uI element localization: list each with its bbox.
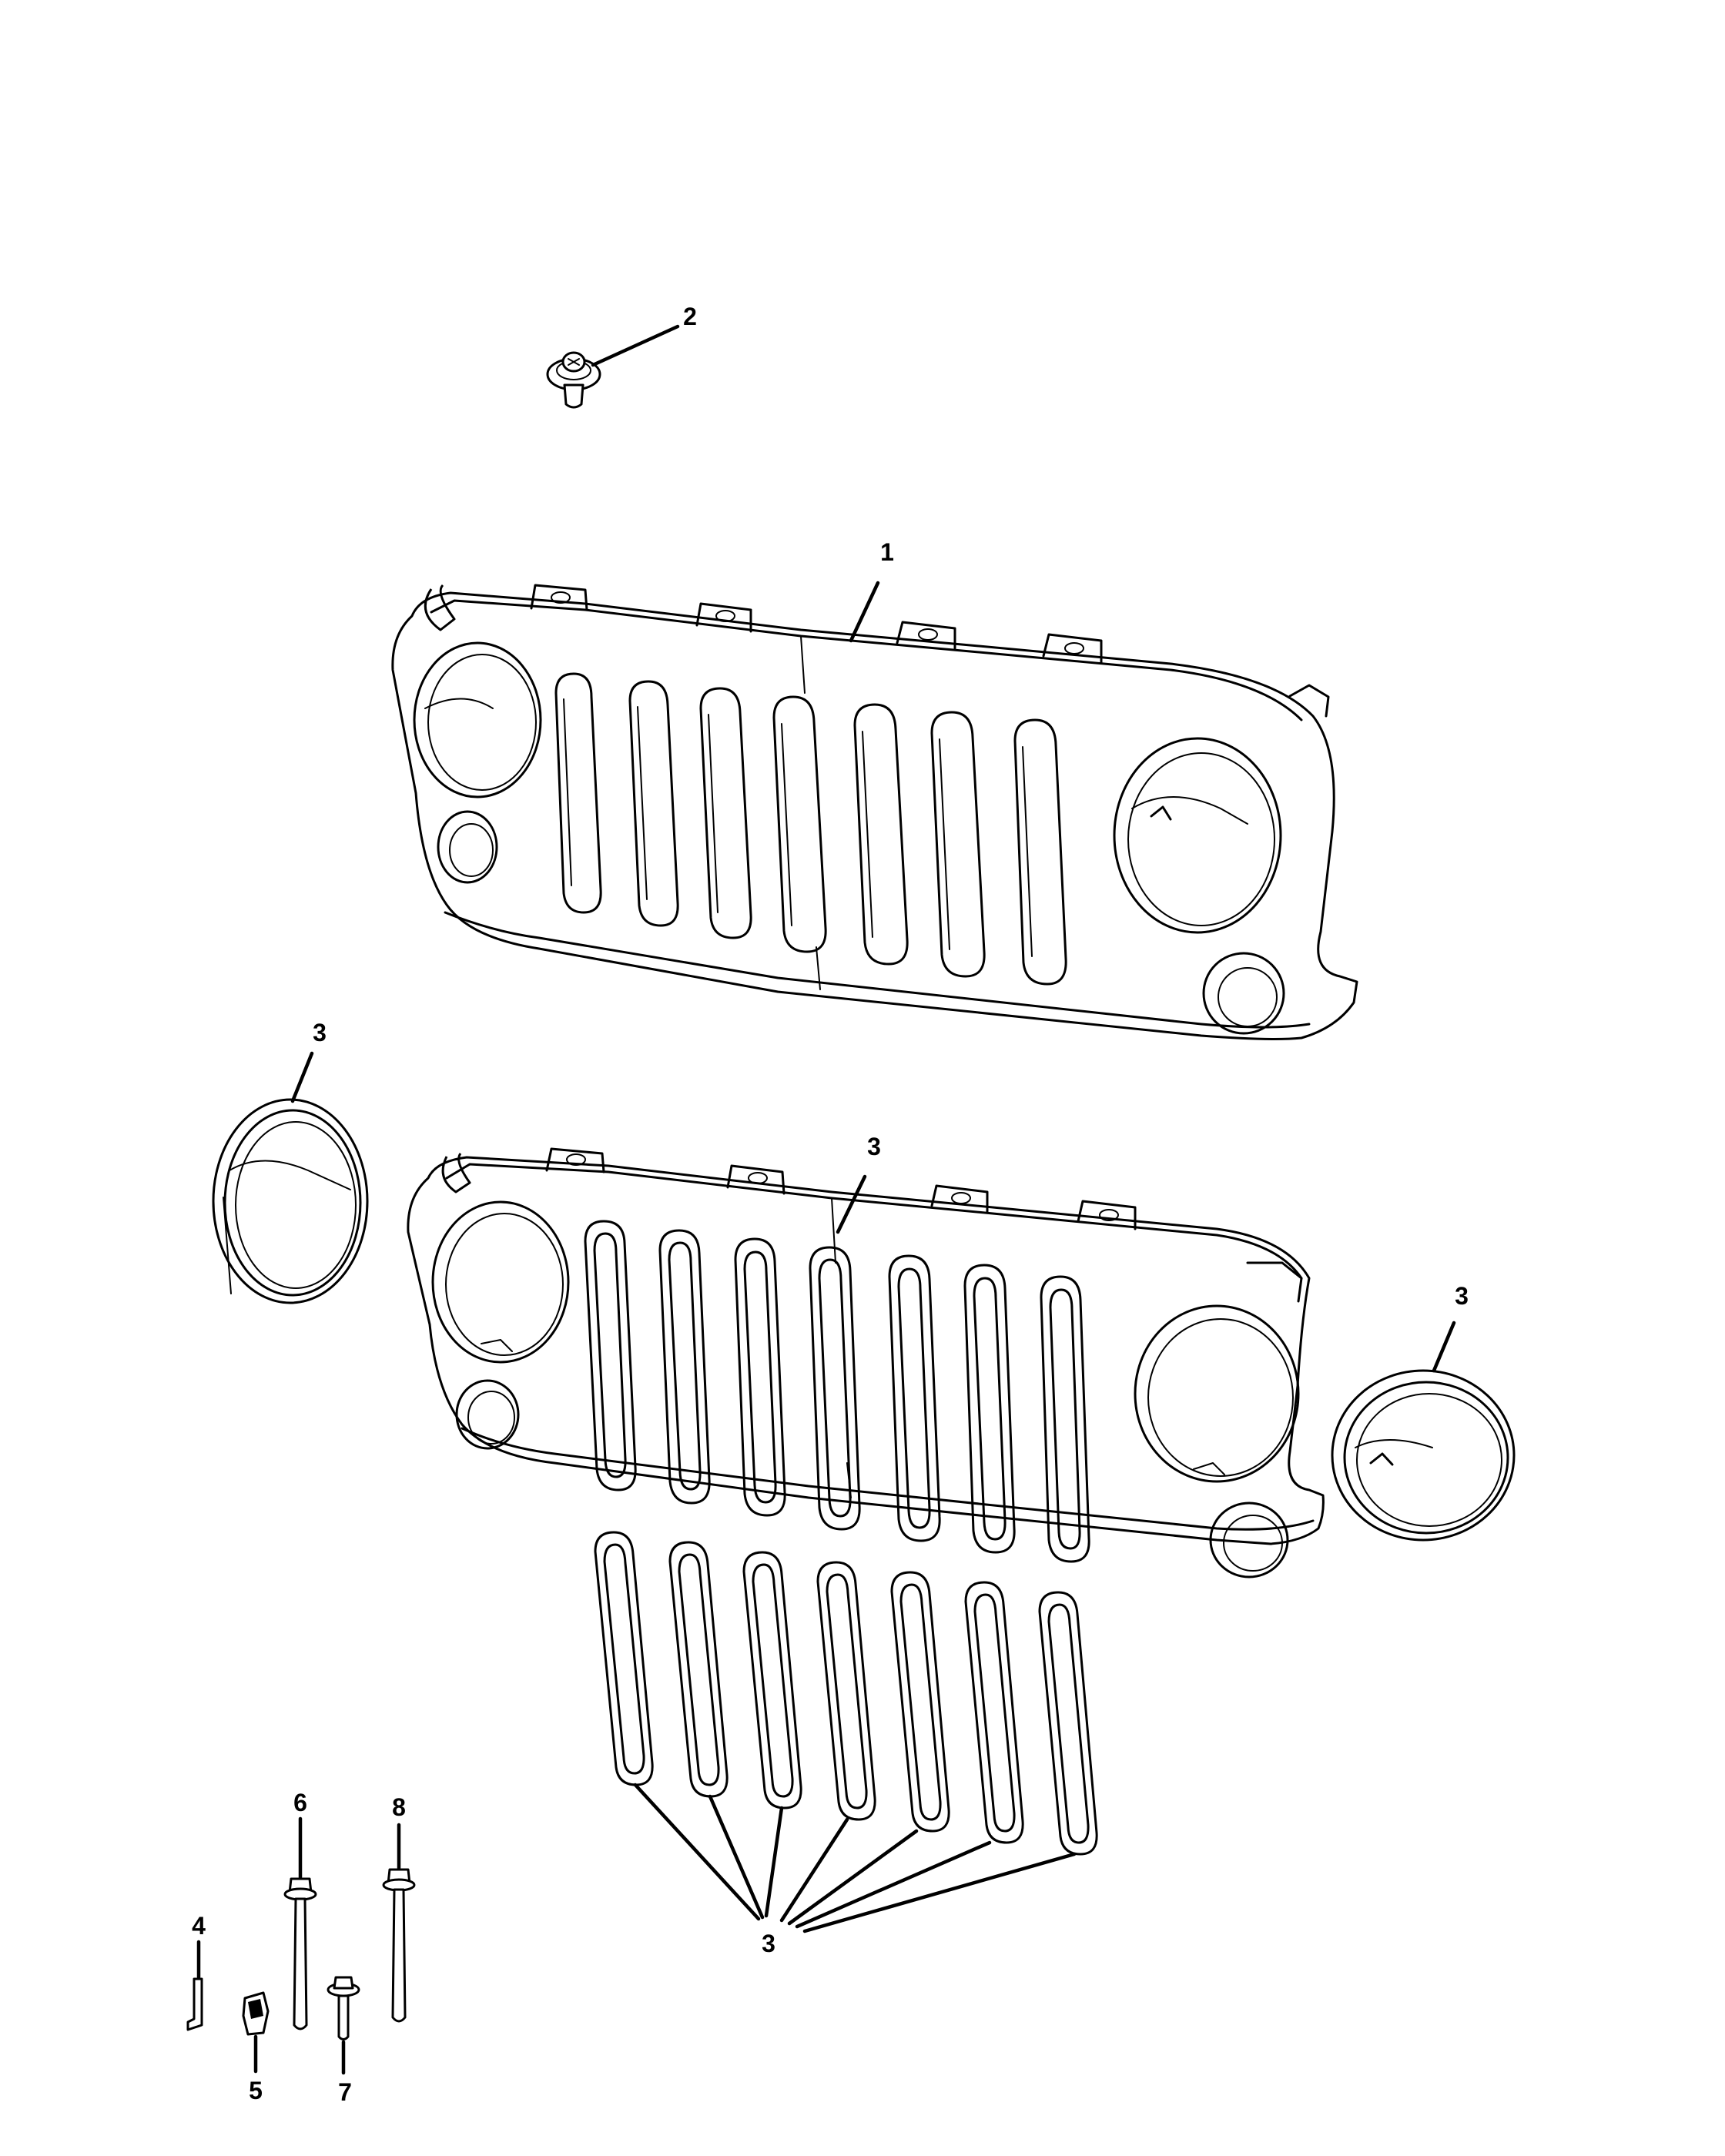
callout-3-ring-left: 3	[313, 1019, 327, 1046]
callout-1: 1	[880, 538, 894, 566]
part-2-push-clip	[546, 351, 601, 409]
leader-3-ring-right	[1432, 1321, 1456, 1373]
callout-3-grille: 3	[867, 1133, 881, 1160]
callout-7: 7	[338, 2078, 352, 2106]
leader-1	[849, 581, 880, 643]
callout-6: 6	[293, 1789, 307, 1816]
part-3-headlamp-bezel-left	[212, 1098, 369, 1304]
part-3-grille-inserts	[594, 1531, 1098, 1856]
part-1-grille-panel	[391, 584, 1358, 1040]
callout-3-ring-right: 3	[1455, 1282, 1469, 1310]
callout-8: 8	[392, 1793, 406, 1821]
part-7-screw	[327, 1976, 360, 2040]
callout-2: 2	[683, 303, 697, 330]
part-5-nut-clip	[242, 1991, 270, 2036]
part-6-bolt	[283, 1877, 317, 2030]
callout-4: 4	[192, 1912, 206, 1940]
part-3-headlamp-bezel-right	[1331, 1369, 1516, 1542]
leader-3-grille	[836, 1174, 867, 1234]
leader-3-ring-left	[290, 1051, 314, 1103]
leader-3-inserts	[633, 1783, 1077, 1933]
part-3-grille-with-inserts	[407, 1147, 1325, 1578]
part-8-bolt	[382, 1868, 416, 2023]
part-4-clip	[186, 1977, 203, 2031]
callout-3-inserts: 3	[762, 1930, 775, 1957]
leader-2	[591, 324, 680, 367]
callout-5: 5	[249, 2077, 263, 2104]
